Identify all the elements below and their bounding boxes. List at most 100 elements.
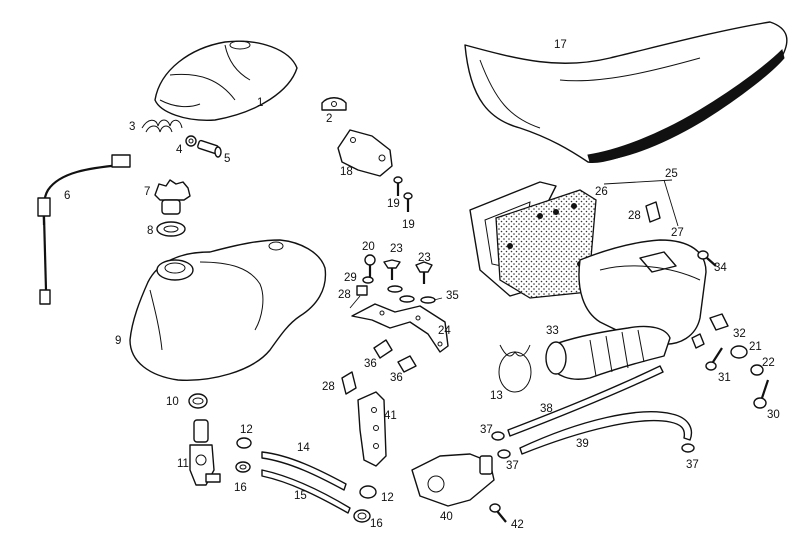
washers-35: [387, 285, 436, 304]
clip-36-a: [373, 339, 393, 359]
clip-28-right: [709, 313, 729, 331]
callout-32: 32: [733, 328, 746, 340]
screw-31: [705, 347, 723, 371]
callout-10: 10: [166, 396, 179, 408]
callout-labels: 1 2 3 4 5 6 7 8 9 10 11 12 14 12 15 16 1…: [64, 39, 780, 531]
callout-29: 29: [344, 272, 357, 284]
callout-17: 17: [554, 39, 567, 51]
callout-42: 42: [511, 519, 524, 531]
valve-body: [411, 453, 495, 507]
callout-9: 9: [115, 335, 121, 347]
callout-14: 14: [297, 442, 310, 454]
callout-1: 1: [257, 97, 263, 109]
hose-14: [261, 451, 347, 491]
hose-clamp: [188, 393, 208, 409]
callout-27: 27: [671, 227, 684, 239]
hose-15: [261, 469, 351, 514]
callout-21: 21: [749, 341, 762, 353]
callout-24: 24: [438, 325, 451, 337]
callout-40: 40: [440, 511, 453, 523]
leader-lines: [349, 179, 679, 309]
spring: [141, 119, 183, 133]
screw-19-a: [393, 176, 403, 196]
callout-5: 5: [224, 153, 230, 165]
seat: [464, 21, 788, 163]
screw-19-b: [403, 192, 413, 212]
strap-bracket: [357, 391, 387, 467]
callout-15: 15: [294, 490, 307, 502]
clamp-12-left: [236, 437, 252, 449]
callout-13: 13: [490, 390, 503, 402]
callout-26: 26: [595, 186, 608, 198]
clip: [321, 97, 347, 111]
callout-37-a: 37: [480, 424, 493, 436]
tank-cap: [154, 179, 191, 215]
callout-31: 31: [718, 372, 731, 384]
callout-11: 11: [177, 458, 189, 470]
callout-19-a: 19: [387, 198, 400, 210]
callout-22: 22: [762, 357, 775, 369]
grommet-21: [730, 345, 748, 359]
callout-3: 3: [129, 121, 135, 133]
screw-34: [697, 250, 717, 267]
nut: [185, 135, 197, 147]
seal-ring: [156, 221, 186, 237]
bracket: [337, 129, 393, 177]
callout-25: 25: [665, 168, 678, 180]
fuel-tank: [129, 239, 327, 381]
callout-36-a: 36: [364, 358, 377, 370]
callout-20: 20: [362, 241, 375, 253]
callout-19-b: 19: [402, 219, 415, 231]
connector-32: [691, 333, 705, 349]
callout-39: 39: [576, 438, 589, 450]
callout-28-left: 28: [322, 381, 335, 393]
callout-28-top: 28: [628, 210, 641, 222]
clip-36-b: [397, 355, 417, 373]
callout-28-center: 28: [338, 289, 351, 301]
callout-30: 30: [767, 409, 780, 421]
clip-37-c: [681, 443, 695, 453]
spring-clip: [498, 344, 532, 393]
fuel-sensor-cable: [37, 154, 131, 305]
callout-4: 4: [176, 144, 183, 156]
callout-8: 8: [147, 225, 153, 237]
callout-37-c: 37: [686, 459, 699, 471]
callout-2: 2: [326, 113, 332, 125]
clip-28-top: [645, 201, 661, 223]
callout-33: 33: [546, 325, 559, 337]
callout-7: 7: [144, 186, 150, 198]
tank-cover: [154, 40, 298, 121]
pipe-38: [507, 365, 664, 437]
airbox: [578, 239, 707, 345]
screw-20: [364, 254, 376, 277]
callout-23-a: 23: [390, 243, 403, 255]
callout-36-b: 36: [390, 372, 403, 384]
callout-16-left: 16: [234, 482, 247, 494]
callout-38: 38: [540, 403, 553, 415]
bolt-30: [753, 379, 770, 409]
fuel-tap: [189, 419, 221, 486]
callout-34: 34: [714, 262, 727, 274]
pipe-39: [519, 411, 693, 455]
mounting-plate: [351, 303, 449, 353]
screw-42: [489, 503, 507, 523]
clip-28-center: [356, 285, 368, 296]
clip-28-left: [341, 371, 357, 395]
callout-16-right: 16: [370, 518, 383, 530]
wing-screw-23-b: [415, 261, 433, 284]
washer-29: [362, 276, 374, 284]
clip-37-b: [497, 449, 511, 459]
clip-37-a: [491, 431, 505, 441]
callout-12-right: 12: [381, 492, 394, 504]
callout-41: 41: [384, 410, 397, 422]
callout-18: 18: [340, 166, 353, 178]
callout-23-b: 23: [418, 252, 431, 264]
callout-37-b: 37: [506, 460, 519, 472]
bolt: [197, 139, 222, 158]
wing-screw-23-a: [383, 259, 401, 280]
clamp-16-right: [353, 509, 371, 523]
intake-duct: [545, 325, 671, 380]
nut-22: [750, 364, 764, 376]
callout-12-left: 12: [240, 424, 253, 436]
